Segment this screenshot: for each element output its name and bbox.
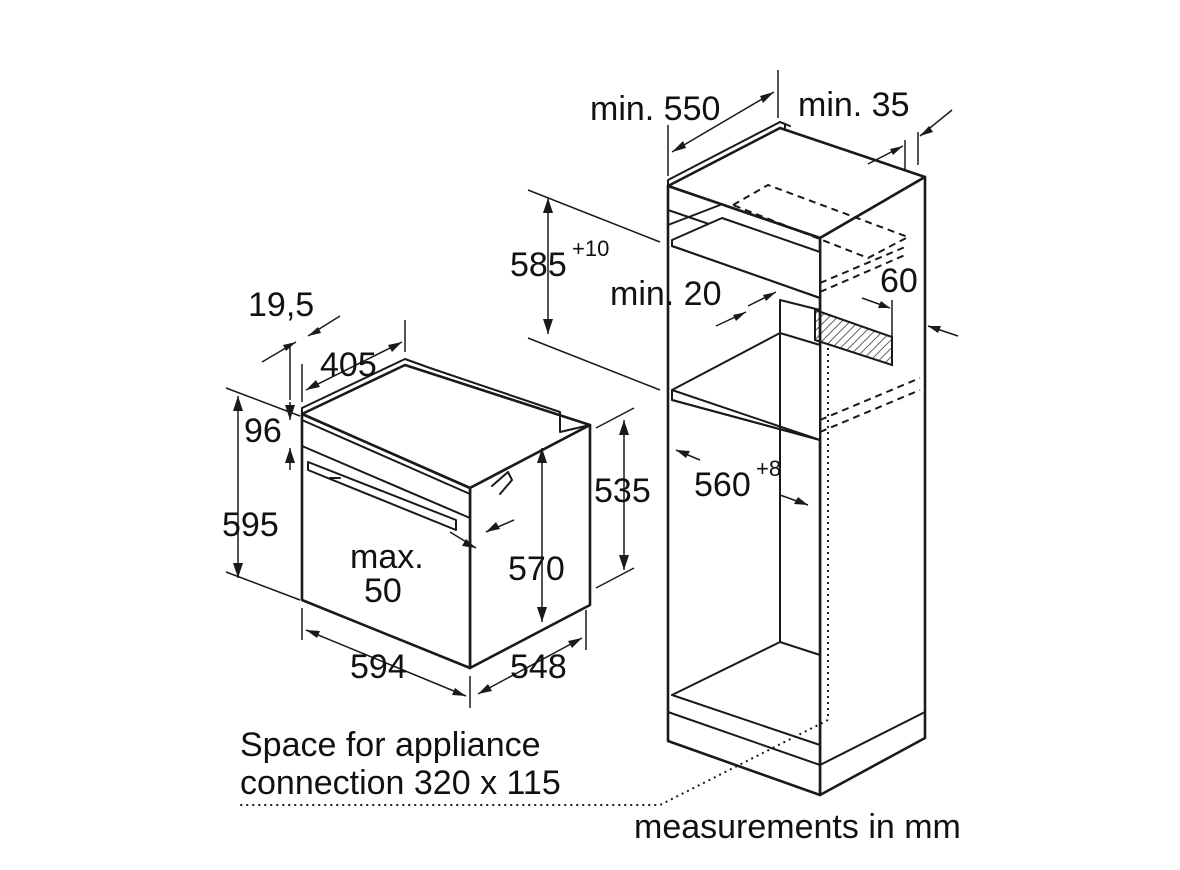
dim-570: 570 [508, 550, 565, 588]
dim-548: 548 [510, 648, 567, 686]
dim-19-5: 19,5 [248, 286, 314, 324]
dim-585: 585 [510, 246, 567, 284]
dim-560-tol: +8 [756, 456, 781, 481]
dim-560: 560 [694, 466, 751, 504]
oven-handle [307, 461, 457, 531]
cabinet-shelf [671, 332, 821, 441]
vent-hatch [814, 308, 893, 367]
dim-min-20: min. 20 [610, 275, 722, 313]
dim-595: 595 [222, 506, 279, 544]
units-note: measurements in mm [634, 808, 961, 846]
dim-max-value: 50 [364, 572, 402, 610]
labels: min. 550 min. 35 585 +10 min. 20 60 560 … [222, 86, 961, 846]
dim-min-35: min. 35 [798, 86, 910, 124]
connection-note-line2: connection 320 x 115 [240, 764, 561, 802]
dim-max-label: max. [350, 538, 424, 576]
cable-path [240, 348, 829, 806]
dim-535: 535 [594, 472, 651, 510]
dim-min-550: min. 550 [590, 90, 720, 128]
connection-note-line1: Space for appliance [240, 726, 541, 764]
oven-dimensions [225, 315, 635, 708]
dim-585-tol: +10 [572, 236, 609, 261]
cabinet [240, 121, 927, 806]
vent-opening-top [732, 183, 911, 260]
dim-594: 594 [350, 648, 407, 686]
dim-60: 60 [880, 262, 918, 300]
cabinet-dimensions [527, 70, 959, 506]
oven [300, 358, 592, 670]
dim-96: 96 [244, 412, 282, 450]
dim-405: 405 [320, 346, 377, 384]
